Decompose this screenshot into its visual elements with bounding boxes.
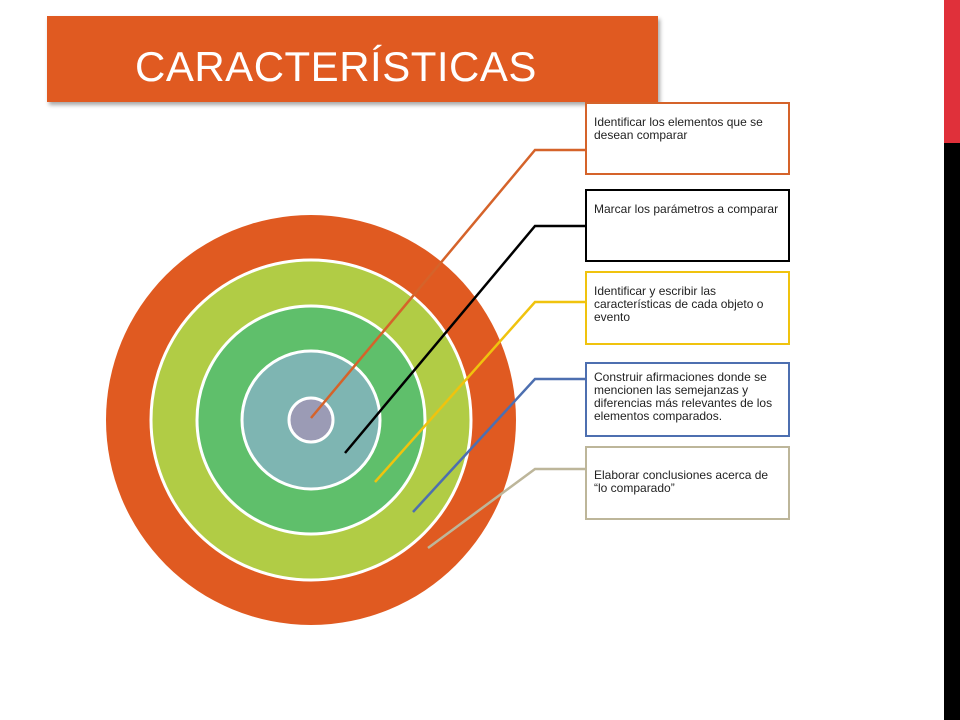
step-box-1: Identificar los elementos que se desean … [585,102,790,175]
step-label-2: Marcar los parámetros a comparar [594,202,779,216]
step-box-2: Marcar los parámetros a comparar [585,189,790,262]
title-banner: CARACTERÍSTICAS [47,16,658,102]
step-label-4: Construir afirmaciones donde se mencione… [594,370,773,423]
slide-title: CARACTERÍSTICAS [135,43,537,90]
step-box-5: Elaborar conclusiones acerca de “lo comp… [585,446,790,520]
step-label-1: Identificar los elementos que se desean … [594,115,763,142]
connector-line-5 [427,467,585,550]
right-edge-bar [944,0,960,720]
connector-line-4 [412,377,585,513]
connector-line-2 [344,224,585,454]
step-label-3: Identificar y escribir las característic… [594,284,764,324]
connector-line-3 [374,300,585,483]
step-box-3: Identificar y escribir las característic… [585,271,790,345]
step-box-4: Construir afirmaciones donde se mencione… [585,362,790,437]
ring-center [287,396,335,444]
connector-line-1 [310,148,585,419]
right-edge-accent [944,0,960,143]
step-label-5: Elaborar conclusiones acerca de “lo comp… [594,468,769,495]
